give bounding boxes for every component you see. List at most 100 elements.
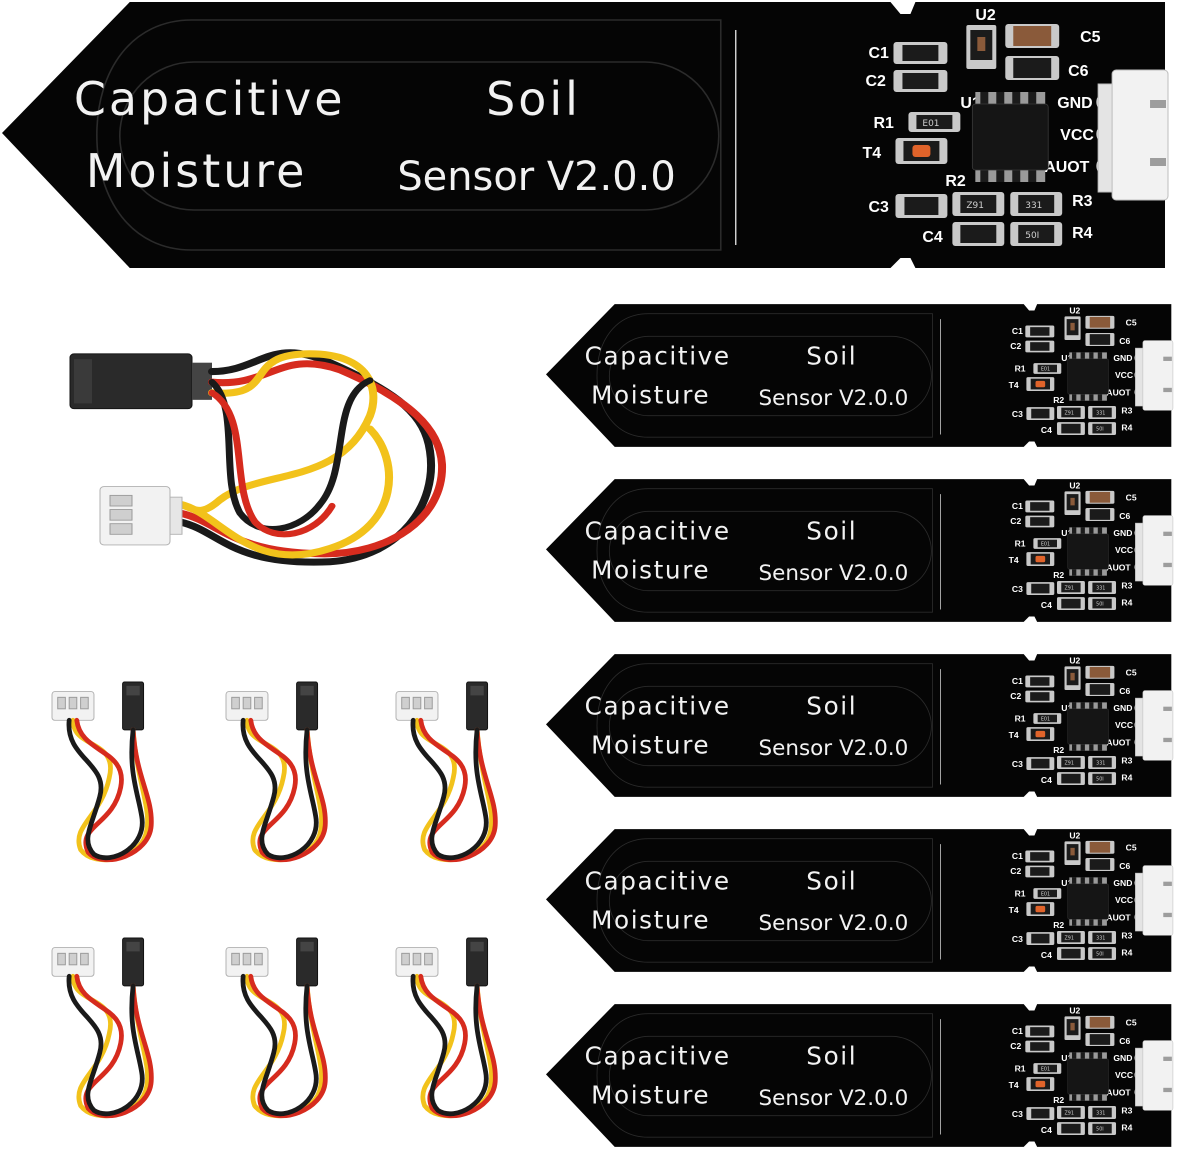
label-c6: C6 (1119, 336, 1130, 346)
resistor-r1: E01 (1033, 538, 1062, 549)
label-u1: U1 (1061, 703, 1072, 713)
resistor-code-r2: Z91 (1065, 1111, 1074, 1117)
label-r3: R3 (1072, 193, 1093, 210)
regulator-u2 (966, 25, 997, 69)
label-c5: C5 (1126, 318, 1137, 328)
chip-u1 (971, 92, 1049, 182)
small-wire-black (66, 717, 145, 861)
pin-label-gnd: GND (1113, 353, 1132, 363)
label-r4: R4 (1121, 1123, 1132, 1133)
title-line1-capacitive: Capacitive (585, 867, 731, 896)
resistor-code-r4: 50I (1096, 1127, 1104, 1133)
label-c3: C3 (869, 199, 890, 216)
chip-u1 (1067, 877, 1109, 926)
capacitor-c1 (1025, 850, 1055, 863)
wire-red-twist (208, 389, 336, 538)
jst-plug (99, 486, 183, 546)
sensing-area-outline (596, 313, 933, 438)
pcb-board (546, 1004, 1172, 1147)
pin-label-gnd: GND (1057, 95, 1092, 112)
resistor-r3: 331 (1088, 756, 1117, 769)
label-c4: C4 (1041, 775, 1052, 785)
resistor-code-r4: 50I (1096, 952, 1104, 958)
resistor-r1: E01 (1033, 713, 1062, 724)
resistor-code-r3: 331 (1096, 761, 1105, 767)
small-cable-graphic (395, 681, 498, 863)
resistor-r1: E01 (1033, 888, 1062, 899)
resistor-r1: E01 (908, 112, 961, 132)
small-wire-red (418, 973, 498, 1119)
cable-small-1 (51, 681, 176, 864)
pin-label-gnd: GND (1113, 703, 1132, 713)
capacitor-c3 (895, 194, 948, 218)
resistor-code-r1: E01 (1041, 542, 1050, 548)
label-t4: T4 (1009, 380, 1019, 390)
label-c1: C1 (869, 45, 890, 62)
resistor-r3: 331 (1010, 192, 1063, 216)
label-c5: C5 (1126, 843, 1137, 853)
small-wire-black (410, 973, 489, 1117)
cable-graphic (69, 349, 447, 566)
capacitor-c6 (1085, 333, 1115, 346)
resistor-r3: 331 (1088, 581, 1117, 594)
capacitor-c6 (1085, 683, 1115, 696)
resistor-r4: 50I (1088, 597, 1117, 611)
pin-label-vcc: VCC (1115, 895, 1133, 905)
capacitor-c6 (1005, 56, 1060, 80)
label-c2: C2 (866, 73, 887, 90)
label-u2: U2 (1069, 656, 1080, 666)
resistor-r3: 331 (1088, 1106, 1117, 1119)
small-dupont-connector (296, 681, 319, 731)
small-wire-black (240, 717, 319, 861)
label-c2: C2 (1010, 866, 1021, 876)
small-jst-plug (225, 947, 269, 977)
title-line1-soil: Soil (806, 692, 857, 721)
pin-label-aout: AUOT (1106, 1087, 1131, 1097)
resistor-r4: 50I (1010, 222, 1063, 246)
resistor-code-r3: 331 (1096, 1111, 1105, 1117)
sensing-area-outline (96, 19, 722, 251)
resistor-r4: 50I (1088, 772, 1117, 786)
capacitor-c6 (1085, 858, 1115, 871)
small-cable-graphic (395, 937, 498, 1119)
jst-connector (1135, 515, 1174, 586)
label-c1: C1 (1012, 501, 1023, 511)
capacitor-c1 (893, 42, 948, 64)
label-c2: C2 (1010, 691, 1021, 701)
capacitor-c1 (1025, 325, 1055, 338)
sensor-board-small-2: Capacitive Soil Moisture Sensor V2.0.0 C… (546, 478, 1174, 624)
cable-small-4 (51, 937, 176, 1120)
pin-label-vcc: VCC (1115, 720, 1133, 730)
label-r4: R4 (1072, 225, 1093, 242)
title-line2-moisture: Moisture (591, 380, 710, 409)
sensing-area-inner (608, 510, 932, 592)
small-jst-plug (225, 691, 269, 721)
sensor-board-graphic: Capacitive Soil Moisture Sensor V2.0.0 C… (546, 304, 1174, 447)
title-line1-capacitive: Capacitive (74, 72, 346, 126)
capacitor-c3 (1026, 932, 1055, 946)
jst-connector (1135, 865, 1174, 936)
small-jst-plug (395, 947, 439, 977)
label-r3: R3 (1121, 931, 1132, 941)
sensing-area-outline (596, 488, 933, 613)
sensor-board-small-5: Capacitive Soil Moisture Sensor V2.0.0 C… (546, 1003, 1174, 1149)
label-c5: C5 (1080, 29, 1101, 46)
transistor-t4 (1026, 902, 1055, 917)
label-c5: C5 (1126, 493, 1137, 503)
label-r4: R4 (1121, 598, 1132, 608)
label-r2: R2 (1053, 920, 1064, 930)
title-line1-soil: Soil (806, 517, 857, 546)
capacitor-c1 (1025, 500, 1055, 513)
capacitor-c6 (1085, 1033, 1115, 1046)
small-dupont-connector (466, 937, 489, 987)
label-r4: R4 (1121, 948, 1132, 958)
capacitor-c5 (1005, 24, 1060, 48)
small-wire-bundle (240, 973, 328, 1119)
label-c4: C4 (1041, 950, 1052, 960)
dupont-connector (69, 353, 212, 410)
title-line1-soil: Soil (806, 342, 857, 371)
title-line1-capacitive: Capacitive (585, 692, 731, 721)
capacitor-c3 (1026, 1107, 1055, 1121)
small-cable-graphic (51, 681, 154, 863)
small-jst-plug (51, 947, 95, 977)
